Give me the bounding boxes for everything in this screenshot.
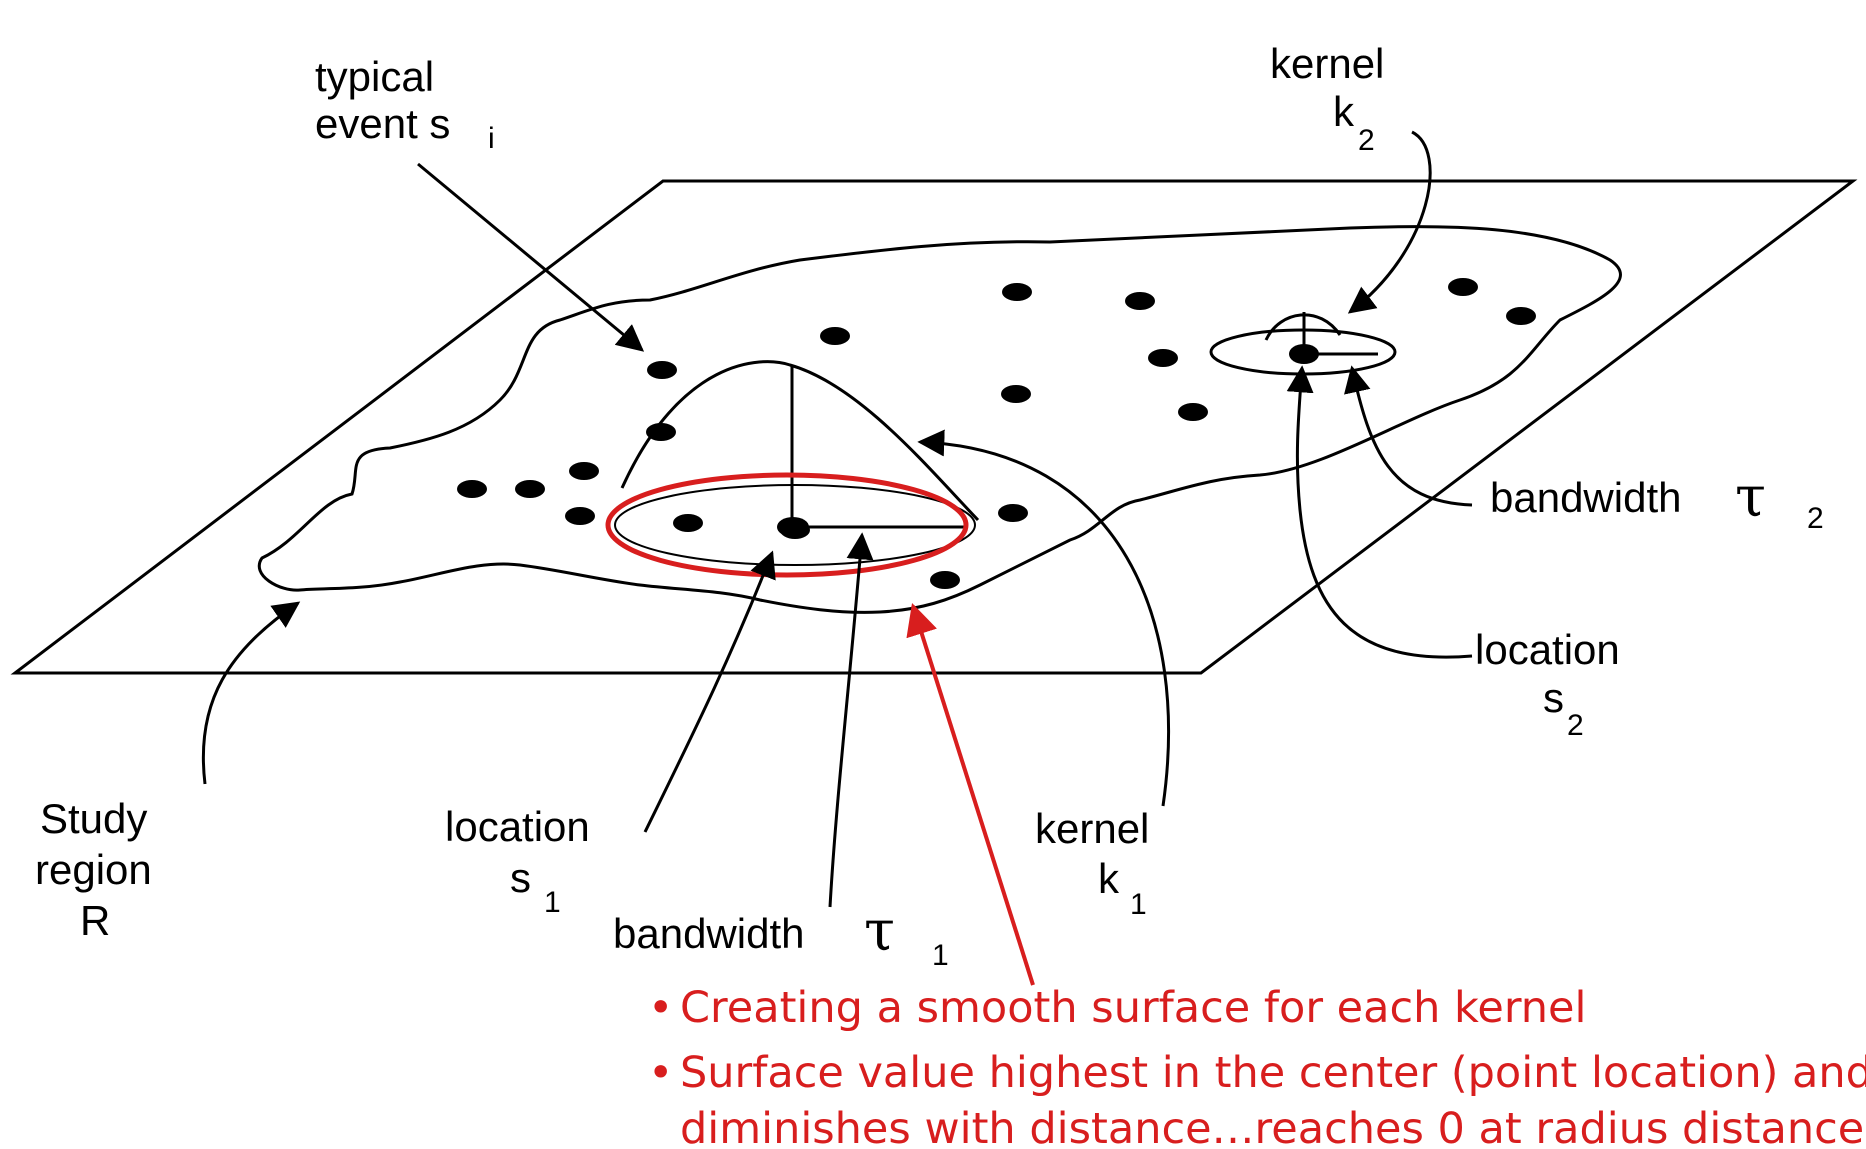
event-point bbox=[1178, 403, 1208, 421]
note-bullet-1: • bbox=[648, 983, 673, 1033]
svg-text:location: location bbox=[1475, 626, 1620, 673]
svg-text:2: 2 bbox=[1567, 709, 1584, 742]
event-points bbox=[457, 278, 1536, 589]
note-bullet-2: • bbox=[648, 1048, 673, 1098]
label-kernel-k2: kernel k 2 bbox=[1270, 40, 1384, 157]
note-line-1: Creating a smooth surface for each kerne… bbox=[680, 983, 1586, 1033]
svg-text:τ: τ bbox=[1735, 465, 1766, 530]
location-s2-arrow bbox=[1286, 365, 1473, 659]
label-bandwidth-tau1: bandwidth τ 1 bbox=[613, 899, 949, 972]
event-point bbox=[930, 571, 960, 589]
location-s1-arrow bbox=[643, 550, 776, 833]
event-point bbox=[565, 507, 595, 525]
event-point bbox=[1448, 278, 1478, 296]
location-s2-point bbox=[1289, 344, 1319, 364]
event-point bbox=[1506, 307, 1536, 325]
event-point bbox=[457, 480, 487, 498]
svg-text:Study: Study bbox=[40, 795, 147, 842]
svg-text:k: k bbox=[1333, 88, 1355, 135]
svg-text:k: k bbox=[1098, 855, 1120, 902]
callout-arrows bbox=[201, 130, 1473, 908]
event-point bbox=[673, 514, 703, 532]
event-point bbox=[646, 423, 676, 441]
svg-text:1: 1 bbox=[932, 939, 949, 972]
event-point bbox=[820, 327, 850, 345]
kernel-notes: • Creating a smooth surface for each ker… bbox=[648, 983, 1866, 1149]
svg-text:i: i bbox=[488, 122, 495, 155]
label-typical-event: typical event s i bbox=[315, 53, 495, 155]
event-point bbox=[1148, 349, 1178, 367]
svg-text:s: s bbox=[1543, 674, 1564, 721]
svg-text:region: region bbox=[35, 846, 152, 893]
svg-text:bandwidth: bandwidth bbox=[1490, 474, 1681, 521]
event-point bbox=[515, 480, 545, 498]
kernel-k2 bbox=[1209, 312, 1397, 376]
svg-text:2: 2 bbox=[1358, 124, 1375, 157]
event-point bbox=[647, 361, 677, 379]
label-kernel-k1: kernel k 1 bbox=[1035, 805, 1149, 921]
svg-text:typical: typical bbox=[315, 53, 434, 100]
note-line-2: Surface value highest in the center (poi… bbox=[680, 1048, 1866, 1098]
svg-text:1: 1 bbox=[544, 886, 561, 919]
label-location-s1: location s 1 bbox=[445, 803, 590, 919]
note-line-3: diminishes with distance…reaches 0 at ra… bbox=[680, 1104, 1864, 1149]
svg-text:kernel: kernel bbox=[1035, 805, 1149, 852]
plane bbox=[10, 179, 1858, 675]
svg-text:1: 1 bbox=[1130, 888, 1147, 921]
kernel-k2-arrow bbox=[1347, 130, 1432, 314]
bandwidth-tau1-arrow bbox=[828, 532, 874, 908]
event-point bbox=[1001, 385, 1031, 403]
study-region-outline bbox=[257, 225, 1622, 614]
kernel-k1-radius-highlight bbox=[605, 472, 969, 578]
svg-text:2: 2 bbox=[1807, 502, 1824, 535]
svg-text:kernel: kernel bbox=[1270, 40, 1384, 87]
bandwidth-tau2-arrow bbox=[1344, 365, 1473, 507]
highlight-arrow bbox=[906, 602, 1035, 986]
label-location-s2: location s 2 bbox=[1475, 626, 1620, 742]
label-study-region: Study region R bbox=[35, 795, 152, 944]
svg-text:τ: τ bbox=[864, 899, 895, 964]
svg-text:event s: event s bbox=[315, 100, 450, 147]
svg-text:s: s bbox=[510, 854, 531, 901]
label-bandwidth-tau2: bandwidth τ 2 bbox=[1490, 465, 1824, 535]
svg-text:R: R bbox=[80, 897, 110, 944]
event-point bbox=[1002, 283, 1032, 301]
kernel-k1 bbox=[614, 360, 980, 566]
svg-text:location: location bbox=[445, 803, 590, 850]
location-s1-point bbox=[777, 517, 809, 537]
svg-text:bandwidth: bandwidth bbox=[613, 910, 804, 957]
kernel-k1-arrow bbox=[917, 429, 1171, 807]
event-point bbox=[998, 504, 1028, 522]
event-point bbox=[569, 462, 599, 480]
study-region-arrow bbox=[201, 601, 301, 785]
event-point bbox=[1125, 292, 1155, 310]
typical-event-arrow bbox=[417, 162, 645, 352]
